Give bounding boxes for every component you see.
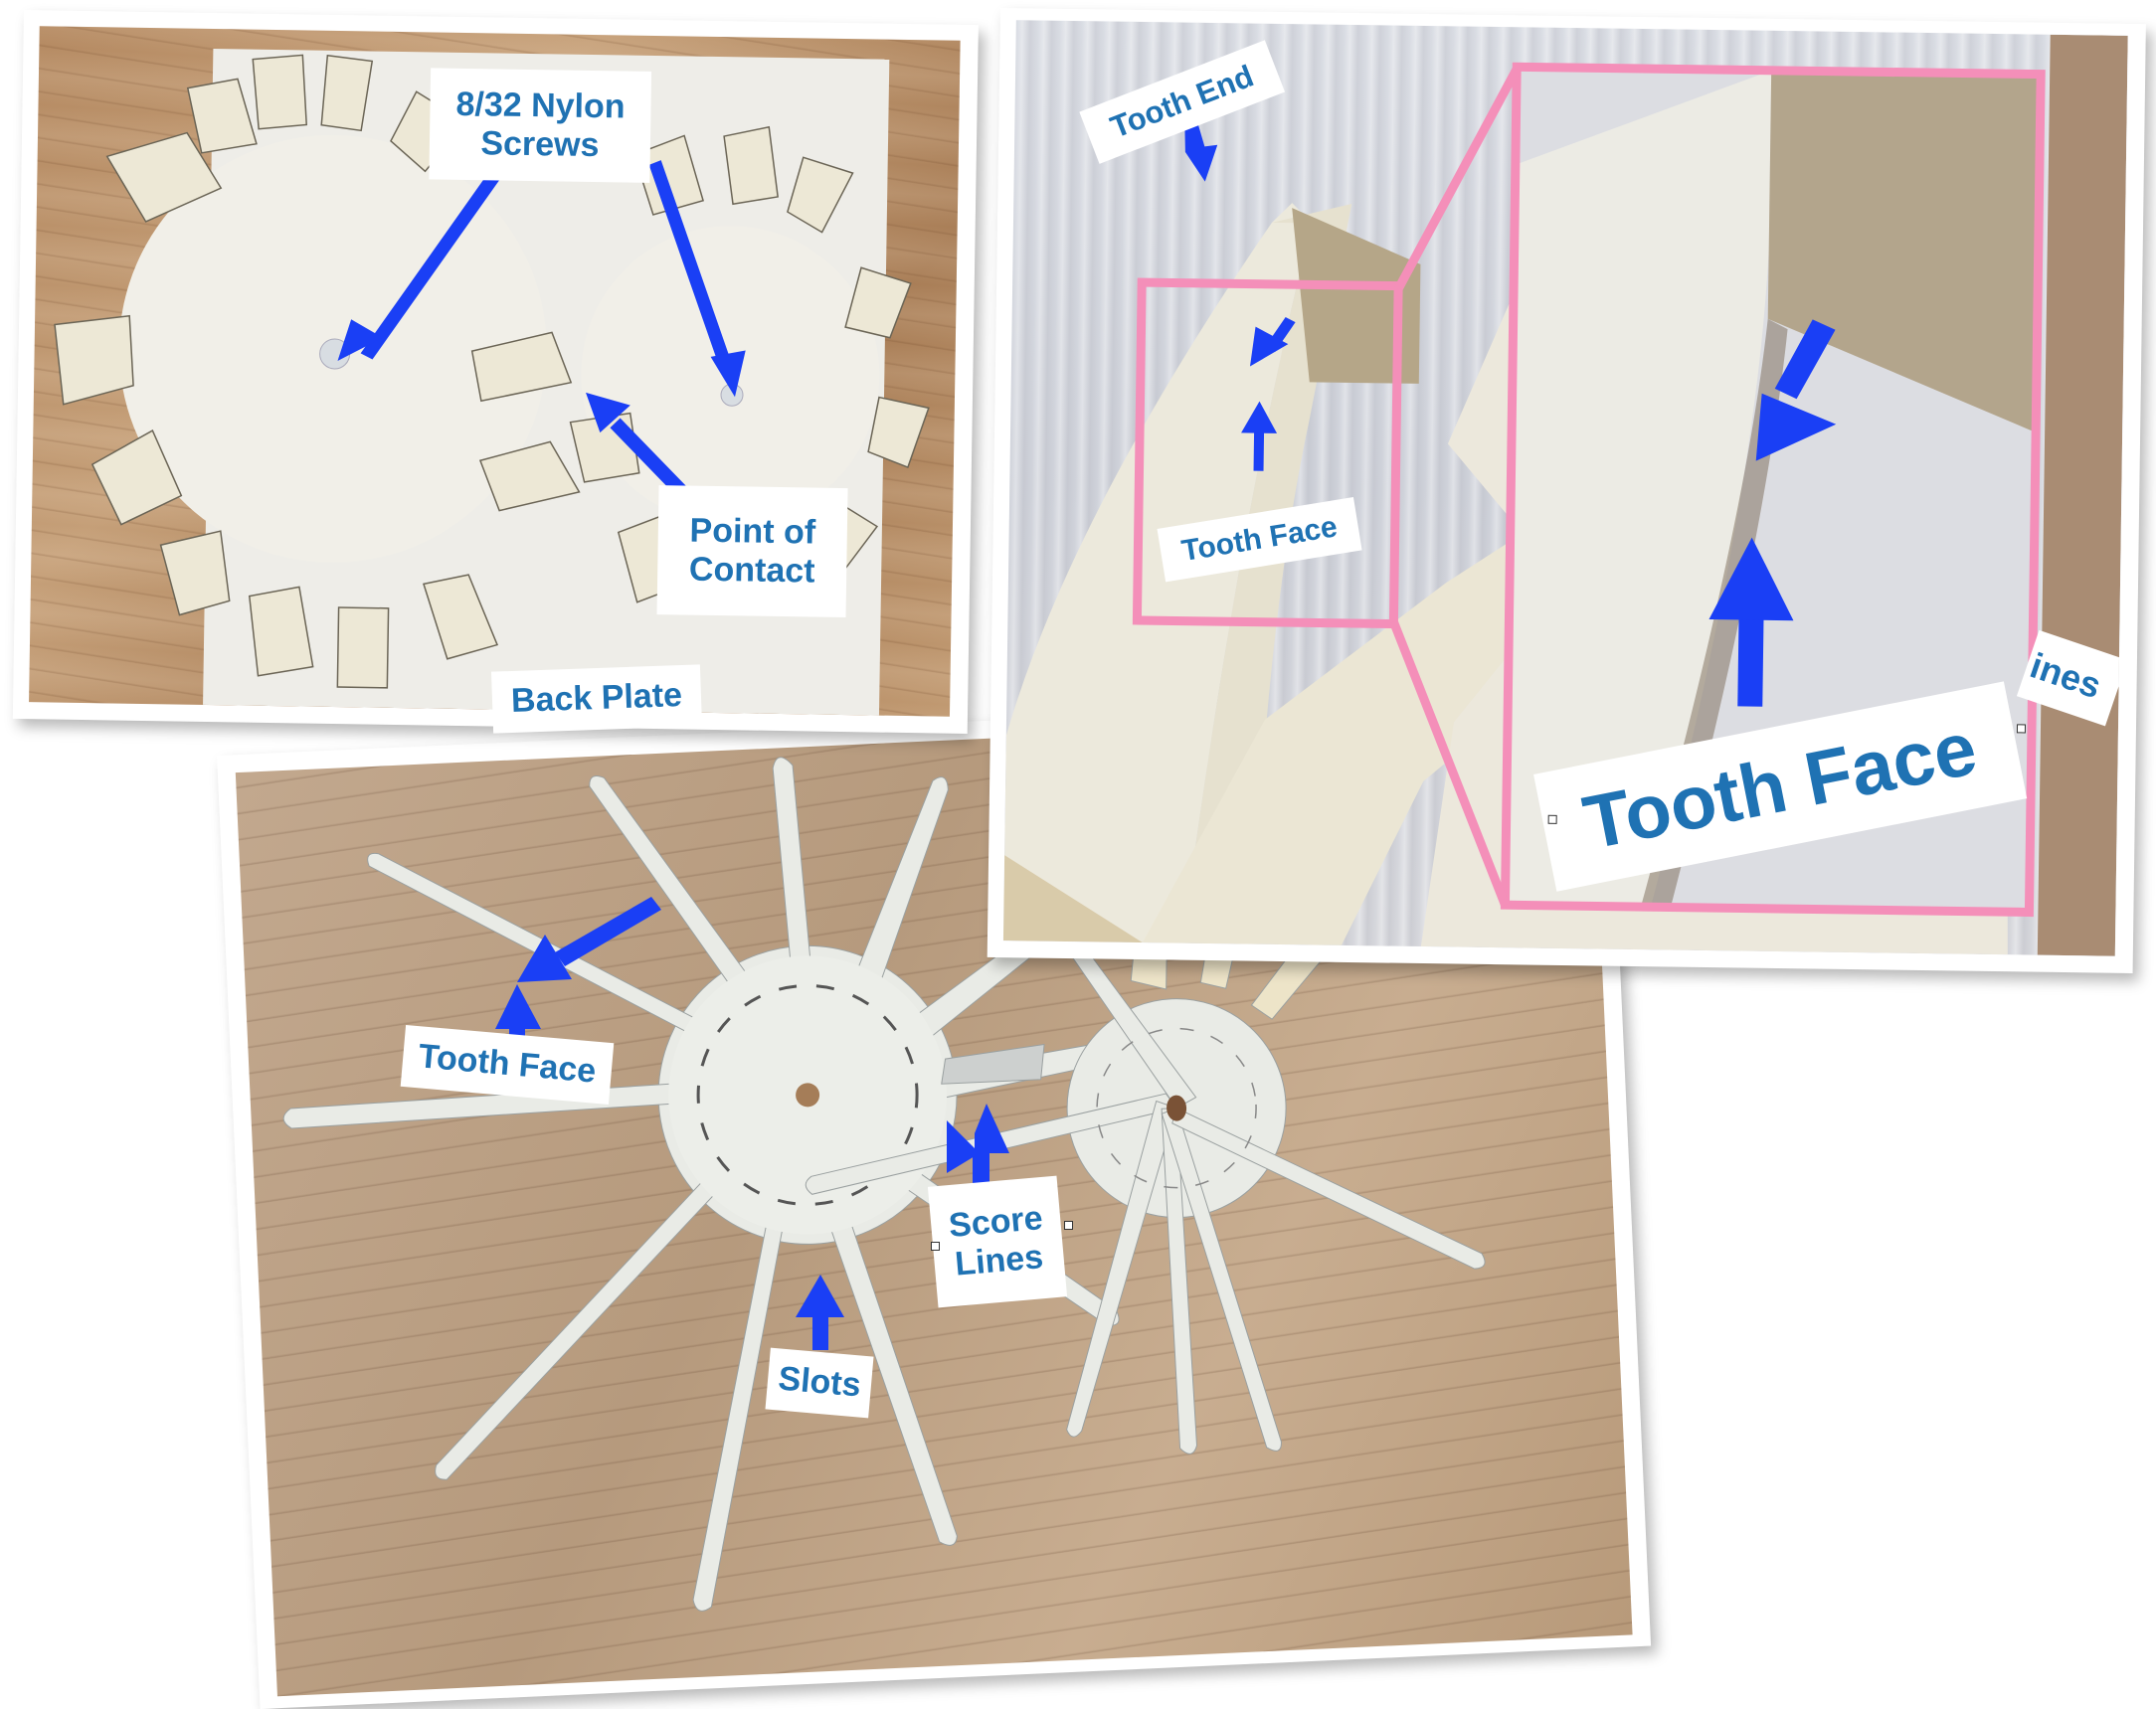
photo-top-left-assembled-gears: 8/32 Nylon Screws Point of Contact: [29, 26, 961, 717]
arrow-small-up-head: [1241, 401, 1278, 433]
selection-handle: [1547, 814, 1557, 824]
zoom-target-box: [1500, 62, 2046, 918]
arrows-top-left: [337, 160, 746, 499]
selection-handle: [931, 1242, 940, 1251]
arrow-screw-right-shaft: [648, 160, 733, 371]
photo-frame-top-right: Tooth End Tooth Face Tooth Face ines: [987, 8, 2146, 973]
zoom-source-box: [1132, 277, 1403, 629]
selection-handle: [1064, 1221, 1073, 1230]
arrow-tooth-end: [1184, 122, 1218, 182]
label-slots: Slots: [765, 1347, 874, 1419]
arrow-small-up-shaft: [1253, 430, 1265, 471]
zoom-boxes: [1132, 62, 2046, 918]
arrow-large-up-head: [1708, 537, 1794, 621]
label-score-lines: Score Lines: [927, 1175, 1068, 1308]
arrow-small-down-head: [1249, 326, 1289, 367]
arrow-large-down-shaft: [1774, 319, 1836, 400]
tooth-closeup-illustration: [1002, 34, 2128, 956]
label-point-of-contact: Point of Contact: [656, 485, 848, 618]
label-nylon-screws: 8/32 Nylon Screws: [429, 68, 652, 183]
arrow-large-up-shaft: [1737, 616, 1764, 707]
label-back-plate: Back Plate: [490, 664, 703, 734]
arrow-large-down-head: [1755, 393, 1837, 461]
arrow-screw-left-shaft: [360, 166, 505, 360]
arrow-contact-head: [586, 392, 630, 433]
photo-top-right-tooth-closeup: Tooth End Tooth Face Tooth Face ines: [1002, 20, 2128, 956]
arrow-screw-right-head: [710, 350, 746, 398]
arrows-top-right: [1184, 122, 1837, 707]
selection-handle: [2016, 724, 2027, 734]
arrow-contact-shaft: [610, 418, 689, 499]
arrow-screw-left-head: [337, 319, 383, 361]
photo-frame-top-left: 8/32 Nylon Screws Point of Contact: [12, 10, 979, 734]
